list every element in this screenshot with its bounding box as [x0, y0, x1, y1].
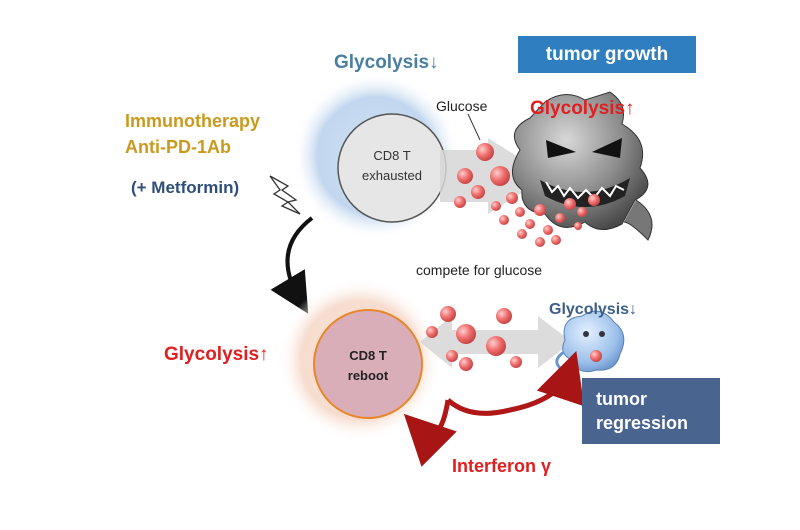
exhausted-cell-label-line1: CD8 T	[373, 148, 411, 163]
tumor-regression-box: tumor regression	[582, 378, 720, 444]
tumor-regression-line2: regression	[596, 413, 689, 433]
regressing-tumor-icon	[555, 310, 625, 373]
anti-pd1-label: Anti-PD-1Ab	[125, 137, 231, 157]
interferon-arrow-to-tcell	[403, 399, 457, 467]
tumor-monster-icon	[512, 91, 653, 241]
immunotherapy-label: Immunotherapy	[125, 111, 261, 131]
reboot-cell-label: CD8 T reboot	[328, 346, 408, 386]
glycolysis-up-tcell: Glycolysis↑	[164, 344, 269, 365]
reboot-cell-label-line1: CD8 T	[349, 348, 387, 363]
treatment-arrow	[270, 216, 314, 314]
interferon-arrow-to-tumor	[446, 351, 585, 416]
glucose-particles-top	[454, 143, 600, 247]
compete-label: compete for glucose	[416, 262, 543, 278]
interferon-label: Interferon γ	[452, 456, 552, 476]
lightning-icon	[269, 175, 301, 215]
glycolysis-up-tumor: Glycolysis↑	[530, 98, 635, 119]
exhausted-cell-label: CD8 T exhausted	[352, 146, 432, 186]
reboot-cell-label-line2: reboot	[347, 368, 389, 383]
glycolysis-down-regression: Glycolysis↓	[549, 301, 638, 318]
tumor-growth-box: tumor growth	[518, 36, 696, 73]
tumor-regression-line1: tumor	[596, 389, 647, 409]
glycolysis-down-exhausted: Glycolysis↓	[334, 52, 439, 73]
glucose-label: Glucose	[436, 98, 488, 114]
metformin-label: (+ Metformin)	[131, 178, 240, 197]
exhausted-cell-label-line2: exhausted	[362, 168, 422, 183]
glucose-pointer	[467, 113, 481, 141]
reboot-cell	[313, 309, 423, 419]
glucose-particles-bottom	[426, 306, 522, 371]
